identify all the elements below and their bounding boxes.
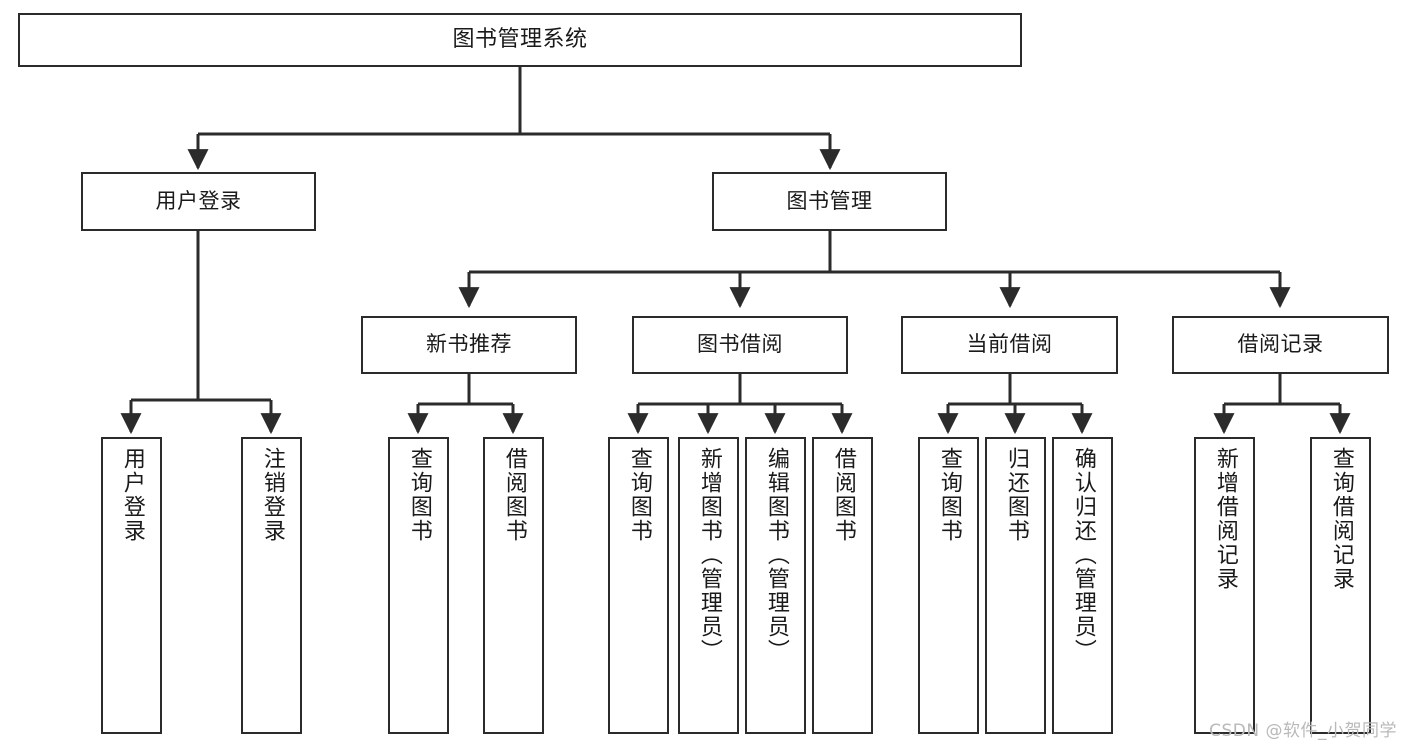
node-label: 借阅图书: [501, 447, 527, 543]
leaf-record-query-record[interactable]: 查询借阅记录: [1310, 437, 1371, 734]
leaf-user-login-signin[interactable]: 用户登录: [101, 437, 162, 734]
node-label: 用户登录: [119, 447, 145, 543]
node-book-borrow[interactable]: 图书借阅: [632, 316, 848, 374]
leaf-current-query-book[interactable]: 查询图书: [918, 437, 979, 734]
leaf-borrow-edit-book-admin[interactable]: 编辑图书（管理员）: [745, 437, 806, 734]
leaf-newbook-query-book[interactable]: 查询图书: [388, 437, 449, 734]
leaf-borrow-add-book-admin[interactable]: 新增图书（管理员）: [678, 437, 739, 734]
csdn-watermark: CSDN @软件_小贺同学: [1209, 721, 1397, 741]
node-label: 编辑图书（管理员）: [763, 447, 789, 663]
node-label: 用户登录: [155, 188, 242, 213]
node-label: 新书推荐: [426, 332, 512, 357]
leaf-borrow-borrow-book[interactable]: 借阅图书: [812, 437, 873, 734]
node-label: 注销登录: [259, 447, 285, 543]
node-label: 当前借阅: [966, 332, 1053, 357]
leaf-borrow-query-book[interactable]: 查询图书: [608, 437, 669, 734]
node-label: 新增借阅记录: [1212, 447, 1238, 591]
node-user-login[interactable]: 用户登录: [81, 172, 316, 231]
node-label: 查询图书: [406, 447, 432, 543]
node-new-book-recommend[interactable]: 新书推荐: [361, 316, 577, 374]
leaf-current-confirm-return-admin[interactable]: 确认归还（管理员）: [1052, 437, 1113, 734]
node-label: 图书借阅: [697, 332, 783, 357]
node-label: 借阅图书: [830, 447, 856, 543]
leaf-newbook-borrow-book[interactable]: 借阅图书: [483, 437, 544, 734]
node-label: 图书管理: [786, 188, 873, 213]
node-label: 新增图书（管理员）: [696, 447, 722, 663]
node-label: 查询图书: [936, 447, 962, 543]
node-label: 归还图书: [1003, 447, 1029, 543]
leaf-user-login-signout[interactable]: 注销登录: [241, 437, 302, 734]
node-label: 图书管理系统: [452, 26, 588, 52]
node-label: 查询借阅记录: [1328, 447, 1354, 591]
node-root-library-system[interactable]: 图书管理系统: [18, 13, 1022, 67]
node-label: 确认归还（管理员）: [1070, 447, 1096, 663]
node-label: 借阅记录: [1237, 332, 1324, 357]
node-borrow-record[interactable]: 借阅记录: [1172, 316, 1389, 374]
node-current-borrow[interactable]: 当前借阅: [901, 316, 1118, 374]
leaf-record-add-record[interactable]: 新增借阅记录: [1194, 437, 1255, 734]
node-book-management[interactable]: 图书管理: [712, 172, 947, 231]
leaf-current-return-book[interactable]: 归还图书: [985, 437, 1046, 734]
node-label: 查询图书: [626, 447, 652, 543]
